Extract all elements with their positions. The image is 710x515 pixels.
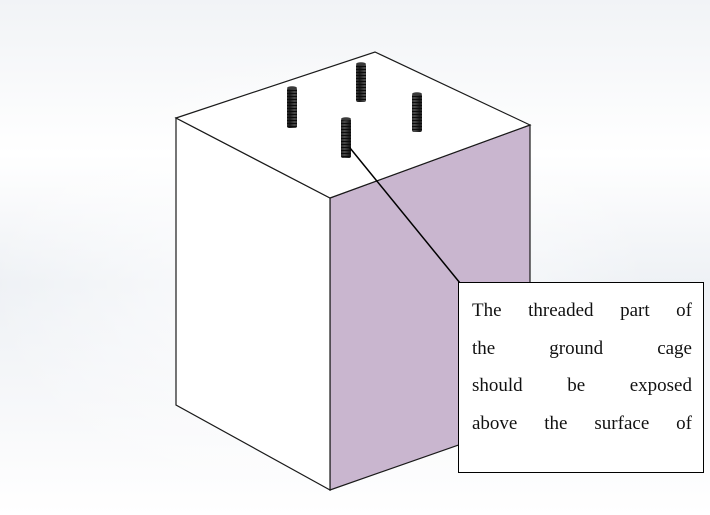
anchor-bolt-back	[356, 62, 366, 102]
callout-line-3: should be exposed	[472, 375, 692, 396]
callout-line-1: The threaded part of	[472, 300, 692, 321]
callout-line-2: the ground cage	[472, 337, 692, 359]
anchor-bolt-front	[341, 117, 351, 158]
anchor-bolt-right	[412, 92, 422, 132]
callout-leader-line	[349, 147, 461, 284]
block-top-face	[174, 51, 532, 199]
anchor-bolt-left	[287, 86, 297, 128]
callout-line-4: above the surface of	[472, 412, 692, 434]
annotation-callout: The threaded part of the ground cage sho…	[458, 282, 704, 473]
